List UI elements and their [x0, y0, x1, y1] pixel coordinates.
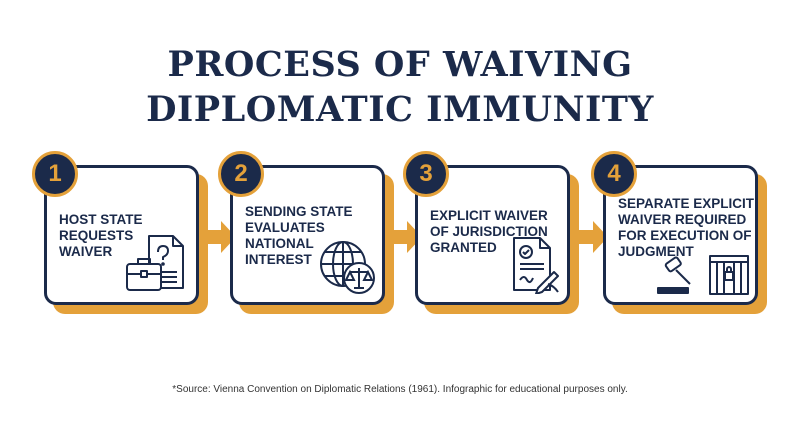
step-number-badge: 4 [591, 151, 637, 197]
step-number-badge: 1 [32, 151, 78, 197]
gavel-prison-icon [657, 255, 749, 295]
source-footnote: *Source: Vienna Convention on Diplomatic… [172, 384, 628, 395]
signed-document-icon [513, 237, 559, 294]
title-line-1: PROCESS OF WAIVING [167, 44, 633, 85]
step-text: SEPARATE EXPLICIT WAIVER REQUIRED FOR EX… [618, 196, 755, 259]
page-title: PROCESS OF WAIVING DIPLOMATIC IMMUNITY [0, 42, 800, 132]
arrow-right-icon [577, 221, 608, 253]
title-line-2: DIPLOMATIC IMMUNITY [146, 89, 654, 130]
globe-scales-icon [320, 241, 375, 294]
arrow-right-icon [205, 221, 236, 253]
step-card-3: EXPLICIT WAIVER OF JURISDICTION GRANTED … [403, 151, 579, 314]
card-body: EXPLICIT WAIVER OF JURISDICTION GRANTED [415, 165, 570, 305]
step-card-2: SENDING STATE EVALUATES NATIONAL INTERES… [218, 151, 394, 314]
step-number-badge: 2 [218, 151, 264, 197]
step-text: HOST STATE REQUESTS WAIVER [59, 212, 143, 259]
step-text: EXPLICIT WAIVER OF JURISDICTION GRANTED [430, 208, 548, 255]
briefcase-document-icon [126, 235, 184, 291]
step-card-1: HOST STATE REQUESTS WAIVER 1 [32, 151, 208, 314]
step-number-badge: 3 [403, 151, 449, 197]
step-card-4: SEPARATE EXPLICIT WAIVER REQUIRED FOR EX… [591, 151, 767, 314]
arrow-right-icon [391, 221, 422, 253]
step-text: SENDING STATE EVALUATES NATIONAL INTERES… [245, 204, 353, 267]
